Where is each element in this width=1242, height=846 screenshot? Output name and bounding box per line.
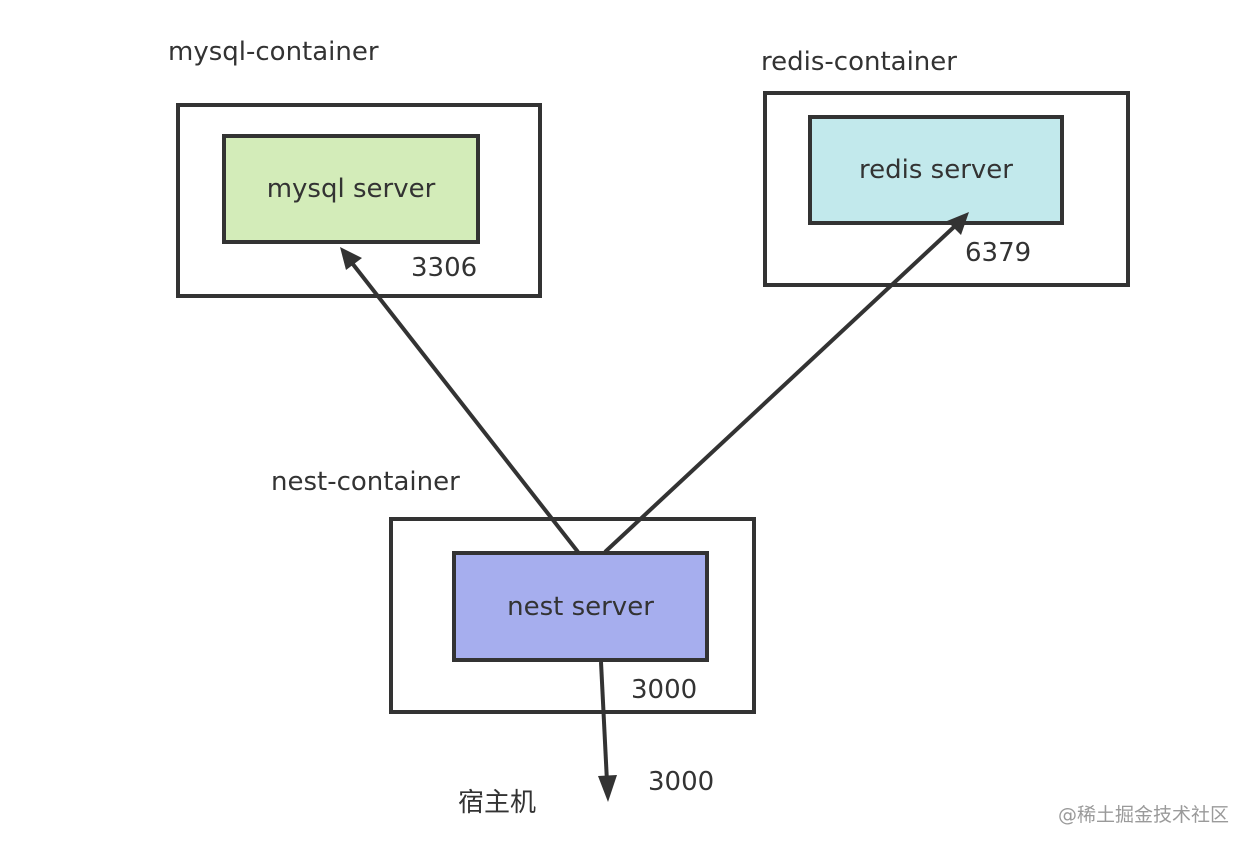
- mysql-port-label: 3306: [411, 253, 478, 283]
- arrowhead-mysql: [340, 247, 362, 270]
- arrow-nest-to-redis: [603, 212, 969, 554]
- mysql-container-label: mysql-container: [168, 37, 379, 67]
- arrowhead-redis: [947, 212, 969, 235]
- host-port-label: 3000: [648, 767, 715, 797]
- redis-server: redis server: [808, 115, 1064, 225]
- watermark: @稀土掘金技术社区: [1058, 804, 1230, 826]
- redis-port-label: 6379: [965, 238, 1032, 268]
- mysql-server: mysql server: [222, 134, 480, 244]
- nest-container: [389, 517, 756, 714]
- redis-container: [763, 91, 1130, 287]
- nest-port-label: 3000: [631, 675, 698, 705]
- redis-container-label: redis-container: [761, 47, 957, 77]
- mysql-container: [176, 103, 542, 298]
- nest-server: nest server: [452, 551, 709, 662]
- arrow-nest-to-mysql: [340, 247, 580, 554]
- arrow-nest-to-host: [598, 661, 617, 802]
- nest-container-label: nest-container: [271, 467, 460, 497]
- host-label: 宿主机: [458, 788, 537, 818]
- arrowhead-host: [598, 775, 617, 802]
